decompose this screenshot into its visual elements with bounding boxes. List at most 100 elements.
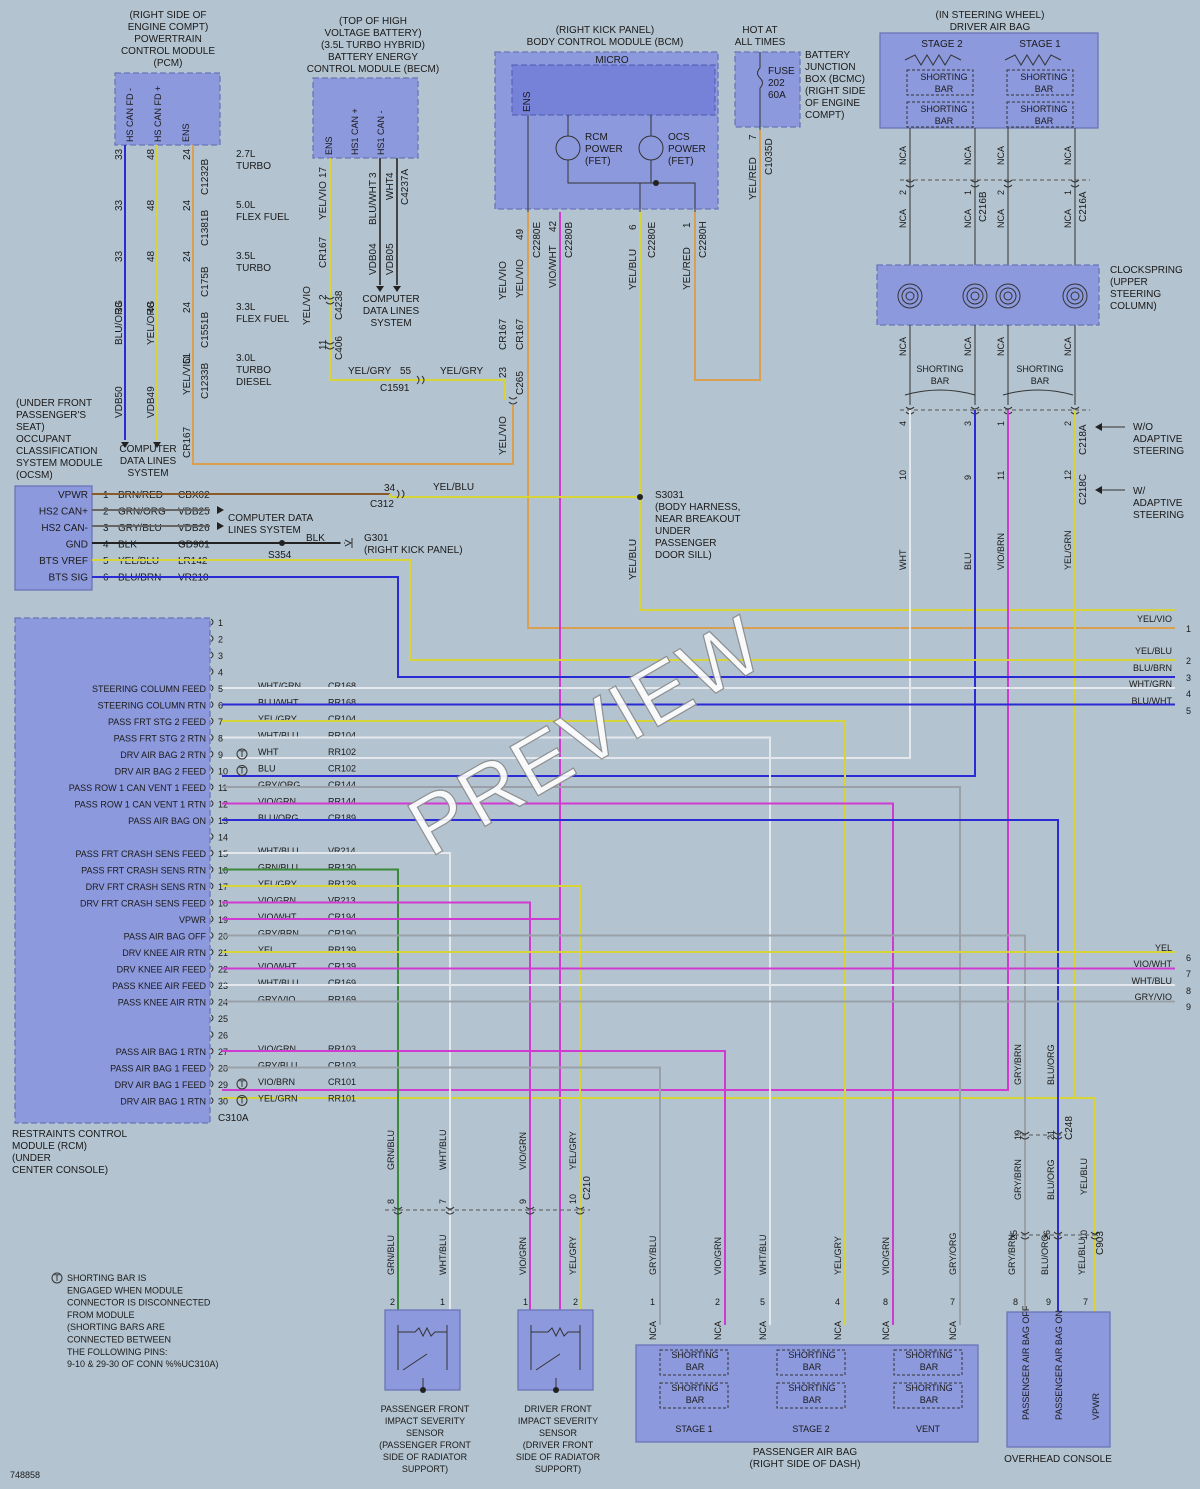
shorting-bar-label-line: BAR: [935, 84, 954, 94]
becm-wire-label: BLU/WHT: [368, 180, 379, 225]
rcm-circuit: RR168: [328, 698, 356, 708]
shorting-bar-note-line: SHORTING BAR IS: [67, 1273, 146, 1283]
ocsm-pin-number: 5: [103, 556, 109, 567]
rcm-circuit: RR102: [328, 747, 356, 757]
pcm-circuit: VDB49: [146, 386, 157, 418]
c210-wire-upper: VIO/GRN: [518, 1132, 528, 1170]
wire-vio-brn: [222, 410, 1009, 1091]
c248-wire-lower: GRY/BRN: [1013, 1159, 1023, 1200]
c218c-pin: 10: [898, 470, 908, 480]
pcm-wire-yel-vio: [192, 145, 514, 465]
right-ref-wire: YEL/VIO: [1137, 614, 1172, 624]
rcm-pin-name: PASS KNEE AIR RTN: [118, 998, 206, 1008]
rcm-pin-tab: [210, 800, 214, 807]
airbag-squib: [904, 54, 962, 66]
ocsm-circuit: GD901: [178, 540, 210, 551]
c903-label: C903: [1095, 1231, 1106, 1255]
rcm-pin-name: DRV AIR BAG 2 FEED: [115, 767, 207, 777]
rcm-pin-name: STEERING COLUMN RTN: [98, 701, 206, 711]
c210-pin: 10: [568, 1194, 578, 1204]
shorting-bar-note-line: 9-10 & 29-30 OF CONN %%UC310A): [67, 1359, 219, 1369]
right-ref-number: 6: [1186, 953, 1191, 963]
pcm-variant-name-line: FLEX FUEL: [236, 212, 290, 223]
pcm-dest-line: COMPUTER: [119, 444, 176, 455]
c210-conn: [393, 1206, 403, 1215]
rcm-circuit: CR168: [328, 681, 356, 691]
pab-nca: NCA: [713, 1321, 723, 1340]
nca-label: NCA: [898, 209, 908, 228]
rcm-pin-tab: [210, 981, 214, 989]
right-ref-wire: BLU/WHT: [1132, 696, 1173, 706]
driver-front-impact-sensor-label-line: SENSOR: [539, 1428, 578, 1438]
clockspring-pin: 2: [898, 190, 908, 195]
rcm-pin-name: DRV AIR BAG 2 RTN: [120, 750, 206, 760]
becm-wire-label: YEL/GRY: [440, 366, 483, 377]
rcm-wire-label: YEL/GRY: [258, 879, 297, 889]
c210-pin: 8: [386, 1199, 396, 1204]
overhead-console-label: OVERHEAD CONSOLE: [1004, 1454, 1112, 1465]
rcm-pin-tab: [210, 651, 214, 659]
c248-conn: [1020, 1131, 1030, 1140]
bjb-pin: 7: [748, 134, 759, 140]
w-adaptive-label-line: ADAPTIVE: [1133, 498, 1183, 509]
becm-c4238-conn: [325, 296, 335, 305]
clockspring-coil: [1070, 291, 1080, 301]
shorting-bar-note-line: FROM MODULE: [67, 1310, 135, 1320]
pcm-pin-number: 33: [114, 199, 125, 211]
clockspring-label-line: COLUMN): [1110, 301, 1157, 312]
bcm-micro-label: MICRO: [595, 55, 629, 66]
rcm-pin-name: PASS FRT CRASH SENS FEED: [75, 849, 206, 859]
clockspring-shorting-bar: [904, 389, 1074, 396]
rcm-pin-number: 6: [218, 701, 223, 711]
rcm-pin-tab: [210, 948, 214, 956]
bcm-rcm-power-line: RCM: [585, 132, 608, 143]
rcm-wire-label: VIO/GRN: [258, 896, 296, 906]
rcm-pin-tab: [210, 899, 214, 906]
pcm-variant-name-line: 3.5L: [236, 251, 256, 262]
c248-conn: [1053, 1131, 1063, 1140]
pcm-pin-number: 24: [182, 148, 193, 160]
becm-pin-number: 2: [318, 294, 329, 300]
c210-wire-lower: GRN/BLU: [386, 1235, 396, 1275]
diagram-code: 748858: [10, 1470, 40, 1480]
rcm-wire-label: VIO/GRN: [258, 797, 296, 807]
clockspring-coil: [905, 291, 915, 301]
bcm-circuit: CR167: [515, 318, 526, 350]
driver-front-impact-sensor-label-line: SUPPORT): [535, 1464, 581, 1474]
pcm-wire-label: YEL/VIO: [182, 356, 193, 395]
pcm-dest-line: DATA LINES: [120, 456, 177, 467]
ocsm-s3031-label-line: NEAR BREAKOUT: [655, 514, 741, 525]
ocsm-s3031-label-line: S3031: [655, 490, 684, 501]
rcm-wire-label: BLU: [258, 764, 276, 774]
rcm-wire-13: [222, 819, 1059, 1325]
passenger-front-impact-sensor-label-line: (PASSENGER FRONT: [379, 1440, 471, 1450]
rcm-label-line: CENTER CONSOLE): [12, 1165, 108, 1176]
rcm-wire-15: [222, 852, 451, 1325]
nca-label: NCA: [963, 337, 973, 356]
rcm-pin-name: PASS FRT STG 2 FEED: [108, 717, 207, 727]
pab-shorting-bar: [659, 1349, 729, 1376]
rcm-pin-number: 1: [218, 618, 223, 628]
pcm-wire-label: BLU/ORG: [114, 300, 125, 345]
bcm-label-line: BODY CONTROL MODULE (BCM): [527, 37, 684, 48]
rcm-wire-18: [222, 901, 531, 1325]
passenger-front-impact-sensor-ground: [420, 1387, 426, 1393]
ocsm-circuit: VDB25: [178, 507, 210, 518]
rcm-wire-label: YEL/GRN: [258, 1094, 298, 1104]
pcm-label-line: ENGINE COMPT): [128, 22, 209, 33]
shorting-bar-label-line: SHORTING: [1020, 104, 1067, 114]
ocsm-wire-yb: YEL/BLU: [433, 482, 474, 493]
rcm-circuit: CR169: [328, 978, 356, 988]
rcm-pin-name: DRV AIR BAG 1 RTN: [120, 1097, 206, 1107]
right-ref-number: 4: [1186, 689, 1191, 699]
becm-connector: C1591: [380, 383, 410, 394]
rcm-pin-name: PASS ROW 1 CAN VENT 1 RTN: [74, 800, 206, 810]
pab-shorting-bar-label-line: SHORTING: [788, 1383, 835, 1393]
shorting-bar-note-line: THE FOLLOWING PINS:: [67, 1347, 168, 1357]
wo-adaptive-label-line: ADAPTIVE: [1133, 434, 1183, 445]
rcm-wire-label: WHT/BLU: [258, 731, 299, 741]
clockspring-coil: [1062, 283, 1088, 309]
bcm-pin-number: 49: [515, 228, 526, 240]
c903-pin: 26: [1042, 1230, 1052, 1240]
c210-conn: [575, 1206, 585, 1215]
